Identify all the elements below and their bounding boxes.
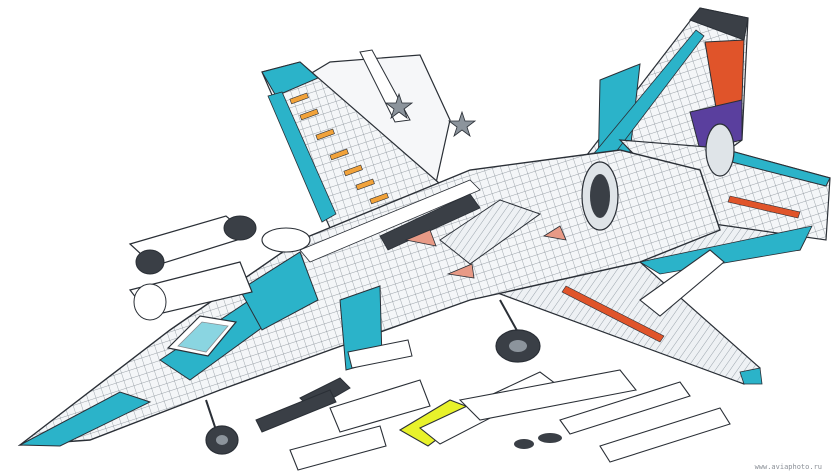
salmon-fairings	[404, 225, 567, 279]
bomb-cluster	[128, 215, 311, 321]
star-marking	[447, 110, 477, 138]
star-marking	[384, 92, 414, 120]
watermark-text: www.aviaphoto.ru	[754, 463, 822, 471]
engine-section	[379, 123, 735, 251]
nose-gear	[205, 399, 239, 455]
wing-pylon-markers	[289, 92, 389, 205]
main-gear	[495, 299, 541, 363]
cockpit-canopy	[166, 315, 238, 357]
underwing-stores	[255, 249, 731, 471]
